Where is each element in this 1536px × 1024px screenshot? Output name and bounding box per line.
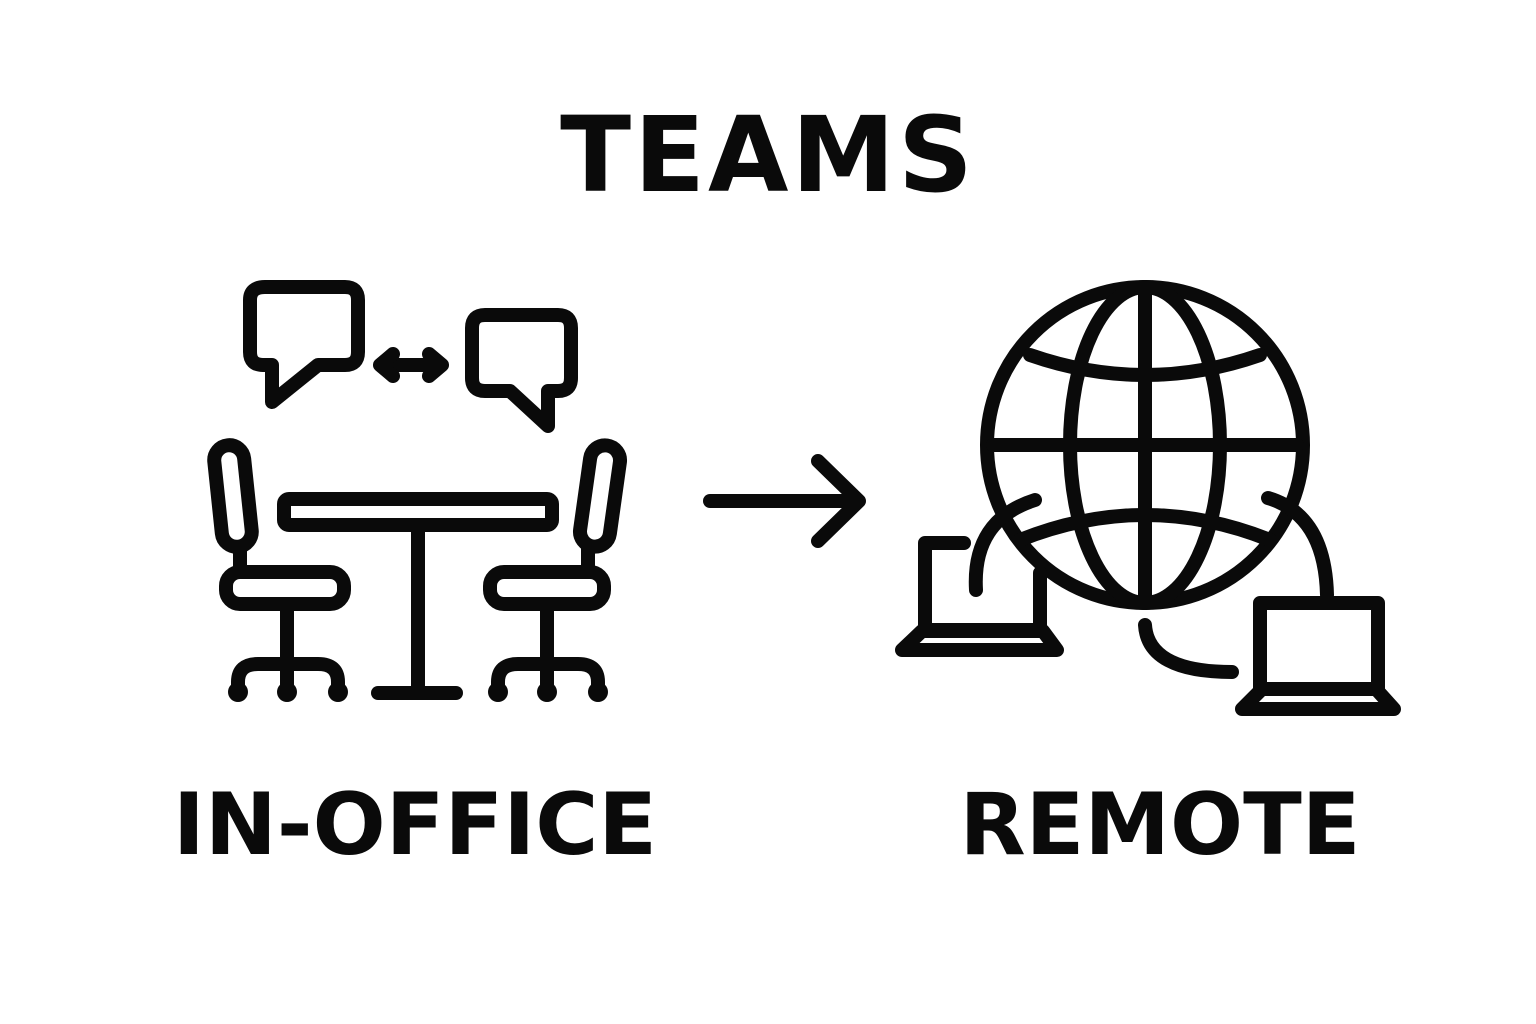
- arrow-right-icon: [703, 454, 866, 548]
- double-arrow-icon: [373, 347, 449, 383]
- laptop-right-icon: [1235, 596, 1401, 716]
- diagram-title: TEAMS: [560, 94, 976, 216]
- office-chair-left-icon: [207, 438, 351, 702]
- remote-label: REMOTE: [959, 775, 1361, 875]
- laptop-left-icon: [895, 536, 1064, 657]
- globe-icon: [980, 280, 1310, 610]
- speech-bubble-right-icon: [465, 308, 578, 433]
- desk-icon: [277, 492, 559, 700]
- office-chair-right-icon: [483, 438, 628, 702]
- speech-bubble-left-icon: [243, 280, 365, 409]
- in-office-label: IN-OFFICE: [172, 775, 658, 875]
- cables-icon: [968, 491, 1334, 679]
